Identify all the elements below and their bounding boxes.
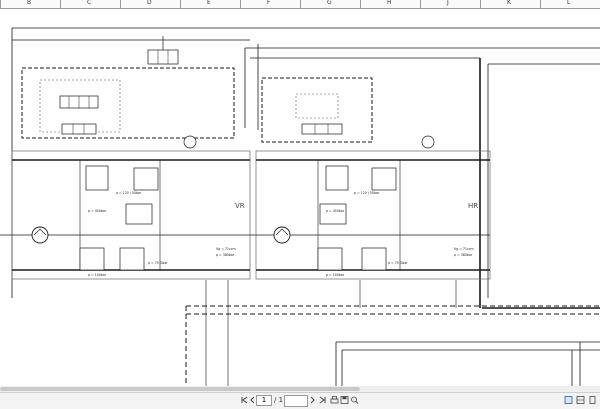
- column-divider: [60, 0, 61, 8]
- prev-page-icon[interactable]: [248, 395, 257, 405]
- circuit-label-left: VR: [235, 202, 245, 210]
- print-icon[interactable]: [330, 395, 339, 405]
- left-pressure-relief-text: p = 120 / 50bar: [116, 191, 142, 195]
- column-divider: [180, 0, 181, 8]
- right-pressure-bottom-text: p = 100bar: [326, 273, 345, 277]
- right-pressure-mid-text: p = 450bar: [326, 209, 345, 213]
- control-block-right: [261, 77, 373, 143]
- valve-left-2: [61, 123, 97, 135]
- pdf-toolbar: / 1: [0, 392, 600, 409]
- column-letter: E: [207, 0, 211, 6]
- column-letter: D: [147, 0, 152, 6]
- right-pressure-rated-text: p = 380bar: [454, 253, 473, 257]
- hydraulic-schematic: VR HR p = 120 / 50bar p = 450bar p = 100…: [0, 27, 600, 386]
- save-icon[interactable]: [340, 395, 349, 405]
- page-total-text: / 1: [274, 396, 284, 404]
- right-pressure-bottom-right-text: p = 70 Obar: [388, 261, 408, 265]
- single-page-icon[interactable]: [588, 395, 597, 405]
- column-letter: C: [87, 0, 92, 6]
- control-block-left: [21, 67, 235, 139]
- top-valve: [147, 49, 179, 65]
- column-letter: L: [567, 0, 571, 6]
- circuit-label-right: HR: [468, 202, 478, 210]
- left-pressure-rated-text: p = 380bar: [216, 253, 235, 257]
- left-pressure-bottom-right-text: p = 70 Obar: [148, 261, 168, 265]
- valve-right-2: [301, 123, 343, 135]
- column-letter: J: [447, 0, 449, 6]
- left-pressure-bottom-text: p = 100bar: [88, 273, 107, 277]
- circuit-box-right: [255, 150, 491, 280]
- pump-left: [31, 226, 49, 244]
- left-pressure-mid-text: p = 450bar: [88, 209, 107, 213]
- column-divider: [120, 0, 121, 8]
- horizontal-scrollbar[interactable]: [0, 386, 600, 392]
- page-number-input[interactable]: [256, 395, 272, 406]
- last-page-icon[interactable]: [318, 395, 327, 405]
- column-letter: F: [267, 0, 271, 6]
- zoom-select[interactable]: [284, 395, 308, 407]
- column-divider: [420, 0, 421, 8]
- column-divider: [0, 0, 1, 8]
- column-letter: G: [327, 0, 332, 6]
- circuit-box-left: [11, 150, 251, 280]
- column-divider: [300, 0, 301, 8]
- left-flow-text: Vg = 71ccm: [216, 247, 236, 251]
- horizontal-scroll-thumb[interactable]: [0, 387, 360, 391]
- right-pressure-relief-text: p = 120 / 50bar: [354, 191, 380, 195]
- column-letter: K: [507, 0, 511, 6]
- column-divider: [240, 0, 241, 8]
- column-divider: [360, 0, 361, 8]
- column-letter: B: [27, 0, 32, 6]
- zoom-icon[interactable]: [350, 395, 359, 405]
- pump-right: [273, 226, 291, 244]
- next-page-icon[interactable]: [308, 395, 317, 405]
- column-letter: H: [387, 0, 392, 6]
- fit-width-icon[interactable]: [576, 395, 585, 405]
- column-divider: [540, 0, 541, 8]
- fit-page-icon[interactable]: [564, 395, 573, 405]
- right-flow-text: Vg = 71ccm: [454, 247, 474, 251]
- column-divider: [480, 0, 481, 8]
- first-page-icon[interactable]: [240, 395, 249, 405]
